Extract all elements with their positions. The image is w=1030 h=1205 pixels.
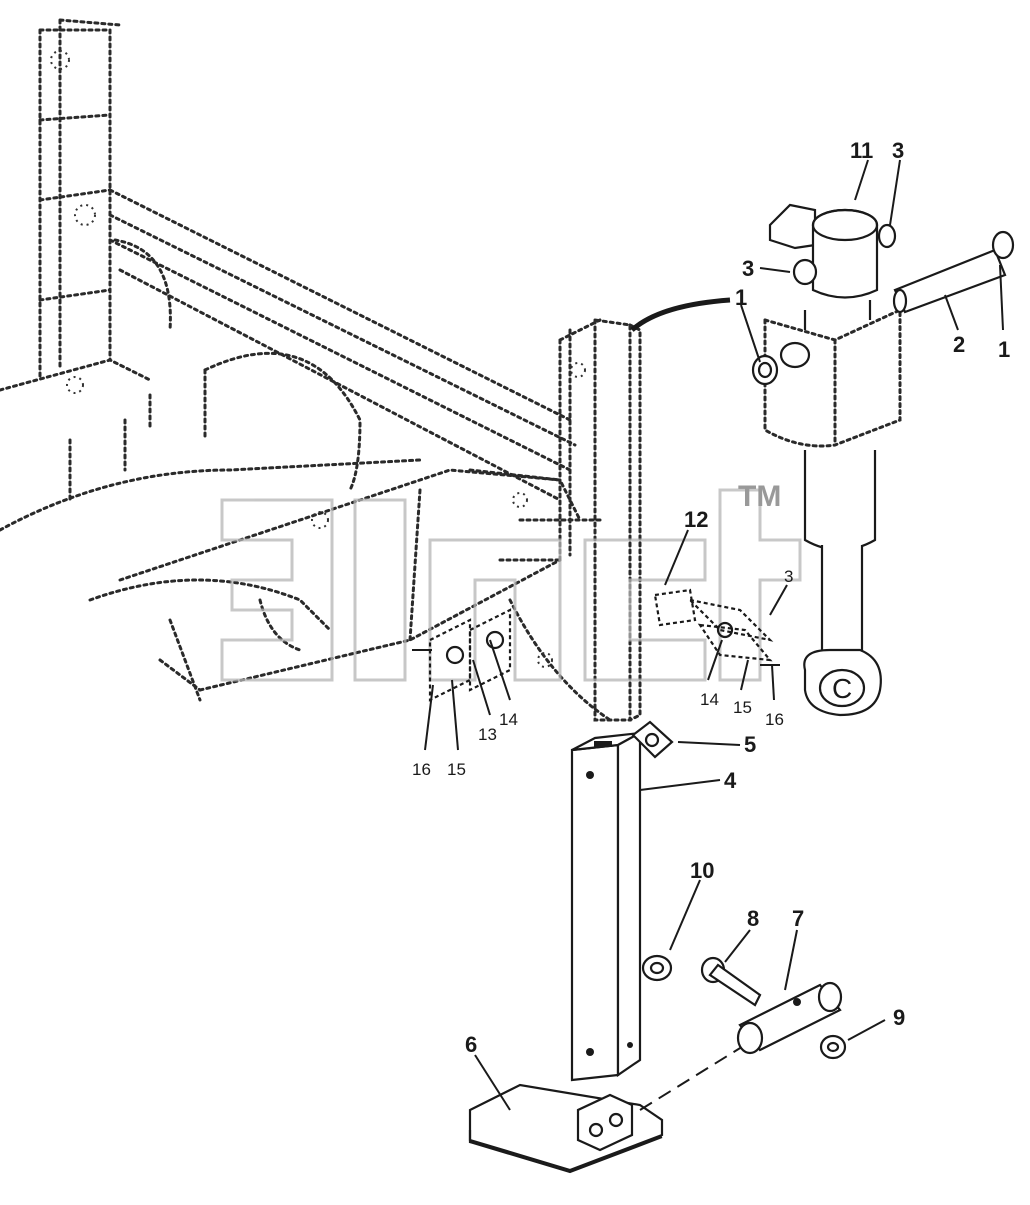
leg-tube-4 <box>570 731 642 1082</box>
support-post <box>593 318 642 722</box>
tractor-frame <box>0 18 612 722</box>
bolt-8 <box>700 956 762 1007</box>
pin-7 <box>736 981 843 1055</box>
plate-12 <box>653 588 697 627</box>
callout-6: 6 <box>465 1032 477 1057</box>
watermark-tm: TM <box>738 480 781 513</box>
callout-13-left: 13 <box>478 725 497 744</box>
callout-3-mid: 3 <box>742 256 754 281</box>
callout-1-left: 1 <box>735 285 747 310</box>
watermark-logo <box>220 488 802 682</box>
mounting-plates-left <box>412 608 512 702</box>
callout-12: 12 <box>684 507 708 532</box>
washer-10 <box>641 954 673 982</box>
callout-14-left: 14 <box>499 710 518 729</box>
callout-2: 2 <box>953 332 965 357</box>
nut-9 <box>819 1034 847 1060</box>
callout-3-top: 3 <box>892 138 904 163</box>
callout-7: 7 <box>792 906 804 931</box>
callout-14-right: 14 <box>700 690 719 709</box>
retaining-ring-1 <box>751 341 811 386</box>
callout-11: 11 <box>850 138 873 163</box>
pin-2 <box>892 230 1015 314</box>
leader-lines <box>424 159 1004 1111</box>
callout-16-right: 16 <box>765 710 784 729</box>
callout-15-right: 15 <box>733 698 752 717</box>
callout-9: 9 <box>893 1005 905 1030</box>
mounting-plates-right <box>686 598 780 666</box>
callout-10: 10 <box>690 858 714 883</box>
hydraulic-hose <box>630 297 731 332</box>
callout-8: 8 <box>747 906 759 931</box>
hydraulic-cylinder: C <box>763 203 902 717</box>
callout-15-left: 15 <box>447 760 466 779</box>
grease-fitting-3 <box>792 223 897 286</box>
foot-pad-6 <box>468 1083 664 1174</box>
callout-labels: 11 3 3 1 2 1 12 3 5 4 10 8 7 9 6 16 15 1… <box>412 138 1010 1057</box>
callout-1-right: 1 <box>998 337 1010 362</box>
callout-5: 5 <box>744 732 756 757</box>
callout-4: 4 <box>724 768 737 793</box>
callout-16-left: 16 <box>412 760 431 779</box>
square-plate-5 <box>631 720 674 759</box>
hidden-pin-line <box>639 1044 746 1111</box>
callout-3-right: 3 <box>784 567 793 586</box>
cylinder-eye-mark: C <box>832 673 852 704</box>
